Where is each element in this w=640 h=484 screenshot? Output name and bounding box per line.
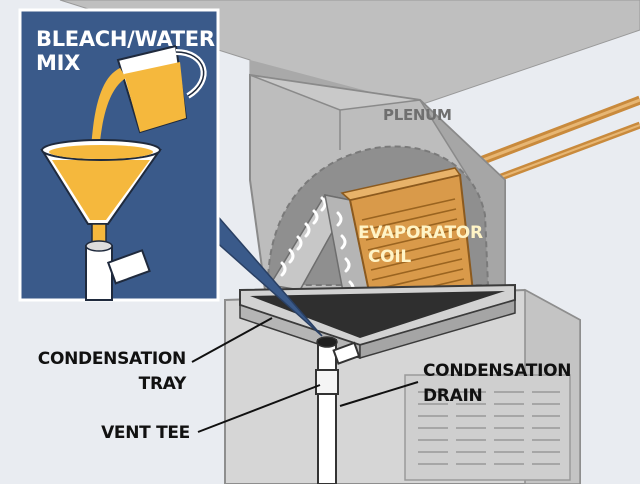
inset-pipe-icon (85, 240, 151, 301)
inset-title-line1: BLEACH/WATER (36, 27, 215, 51)
funnel-icon (40, 139, 162, 247)
drain-label-line1: CONDENSATION (423, 361, 571, 381)
leader-lines (191, 317, 419, 433)
refrigerant-lines (468, 95, 640, 189)
leader-tray (191, 317, 273, 363)
inset-title-line2: MIX (36, 51, 80, 75)
measuring-cup-icon (116, 44, 207, 134)
vent-tee-label: VENT TEE (101, 423, 190, 443)
tray-label-line2: TRAY (139, 374, 187, 394)
vent-tee-pipe (315, 336, 361, 484)
leader-vent-tee (197, 384, 321, 433)
coil-label-line2: COIL (368, 247, 411, 267)
coil-label-line1: EVAPORATOR (358, 223, 483, 243)
plenum-label: PLENUM (383, 106, 452, 124)
drain-label-line2: DRAIN (423, 386, 482, 406)
inset-panel (18, 8, 220, 302)
leader-drain (339, 381, 419, 407)
tray-label-line1: CONDENSATION (38, 349, 186, 369)
